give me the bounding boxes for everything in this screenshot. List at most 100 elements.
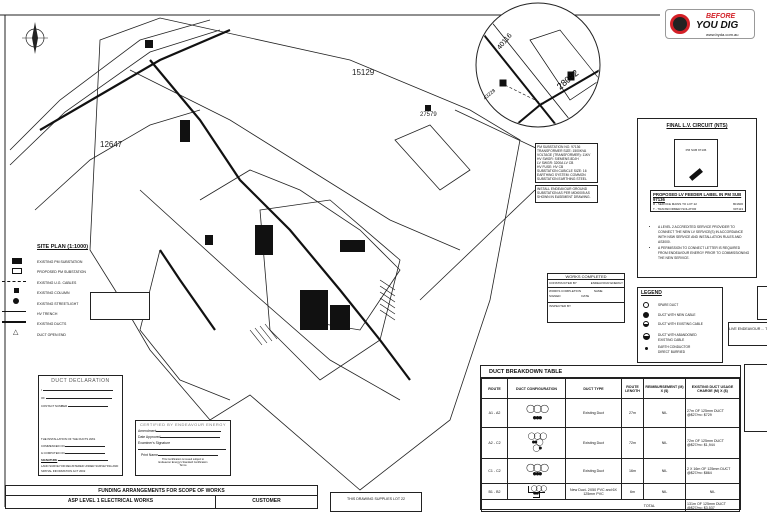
reimb-cell: NIL bbox=[643, 427, 686, 459]
lv-note: A LEVEL 2 ACCREDITED SERVICE PROVIDER TO… bbox=[658, 225, 750, 245]
side-box bbox=[757, 286, 767, 320]
charge-cell: 72m OF 125mm DUCT @$27/m= $1,944 bbox=[685, 427, 740, 459]
duct-new-cable-icon bbox=[643, 312, 649, 318]
name-field[interactable] bbox=[42, 390, 113, 391]
legend-proposed-pm: PROPOSED PM SUBSTATION bbox=[37, 270, 86, 275]
no-dig-icon bbox=[670, 14, 690, 34]
note-line: HV FUSE: HV CB bbox=[537, 165, 564, 169]
structures bbox=[145, 40, 431, 330]
contact-label: CONTACT NUMBER bbox=[41, 404, 68, 408]
thick-line-icon bbox=[2, 321, 26, 323]
col-charge: EXISTING DUCT USAGE CHARGE (m) x ($) bbox=[685, 378, 740, 399]
spare-duct-icon bbox=[643, 302, 649, 308]
print-name-field[interactable] bbox=[157, 455, 218, 456]
note-line: TRANSFORMER SIZE: 1500kVA bbox=[537, 149, 587, 153]
legend-column: EXISTING COLUMN bbox=[37, 291, 70, 296]
signature-field[interactable] bbox=[58, 460, 109, 461]
existing-pm-substation-icon bbox=[12, 258, 22, 264]
triangle-icon: △ bbox=[13, 329, 19, 336]
type-cell: Existing Duct bbox=[565, 398, 622, 428]
parking-hatching bbox=[249, 279, 396, 346]
col-route: ROUTE bbox=[481, 378, 508, 399]
length-cell: 6m bbox=[621, 483, 644, 500]
declaration-footer: LAND SURVEYOR REGISTERED UNDER SURVEYING… bbox=[41, 464, 119, 473]
completed-field[interactable] bbox=[65, 453, 106, 454]
earth-conductor-icon bbox=[645, 347, 648, 350]
streetlight-icon bbox=[13, 298, 19, 304]
of-label: OF bbox=[41, 396, 45, 400]
examiner-field[interactable] bbox=[138, 449, 226, 450]
legend-title: LEGEND bbox=[641, 290, 662, 296]
amendment-field[interactable] bbox=[156, 431, 222, 432]
signed-label: SIGNED bbox=[549, 294, 561, 298]
certified-title: CERTIFIED BY ENDEAVOUR ENERGY bbox=[139, 422, 227, 427]
legend-streetlight: EXISTING STREETLIGHT bbox=[37, 301, 79, 306]
col-config: DUCT CONFIGURATION bbox=[507, 378, 566, 399]
total-label: TOTAL bbox=[481, 499, 686, 512]
site-note-box bbox=[90, 292, 150, 320]
col-type: DUCT TYPE bbox=[565, 378, 622, 399]
type-cell: New Duct- 2X50 PVC and 6X 125mm PVC bbox=[565, 483, 622, 500]
charge-cell: 27m OF 125mm DUCT @$27/m= $729 bbox=[685, 398, 740, 428]
total-row: TOTAL 131m OF 125mm DUCT @$27/m= $3,537 bbox=[481, 499, 740, 512]
print-name-label: Print Name bbox=[141, 453, 158, 457]
duct-config-icon: ◯◯◯●●● bbox=[507, 483, 566, 500]
feeder-t-value: 607113 bbox=[733, 207, 743, 211]
commenced-field[interactable] bbox=[65, 446, 106, 447]
feeder-t: T - TRANSFORMER ISOLATOR bbox=[653, 207, 697, 211]
route-cell: B1 - B2 bbox=[481, 483, 508, 500]
route-cell: C1 - C2 bbox=[481, 458, 508, 484]
duct-declaration-title: DUCT DECLARATION bbox=[51, 378, 110, 384]
final-lv-circuit: FINAL L.V. CIRCUIT (NTS) PM SUB 97136 PR… bbox=[637, 118, 757, 278]
certified-box: CERTIFIED BY ENDEAVOUR ENERGY Amendment … bbox=[135, 420, 231, 476]
dashed-line-icon bbox=[2, 281, 26, 282]
funding-title: FUNDING ARRANGEMENTS FOR SCOPE OF WORKS bbox=[6, 486, 317, 496]
name-label: NAME bbox=[593, 289, 603, 293]
legend-ducts: EXISTING DUCTS bbox=[37, 322, 67, 327]
legend-hv-trench: HV TRENCH bbox=[37, 312, 58, 317]
site-plan-title: SITE PLAN (1:1000) bbox=[37, 244, 89, 250]
works-completion-label: WORKS COMPLETION bbox=[549, 289, 582, 293]
funding-col-asp: ASP LEVEL 1 ELECTRICAL WORKS bbox=[6, 496, 216, 508]
legend-earth: EARTH CONDUCTOR DIRECT BURRIED bbox=[658, 345, 691, 354]
feeder-r-value: 801606 bbox=[732, 202, 743, 206]
constructed-by-label: CONSTRUCTED BY bbox=[549, 281, 577, 285]
substation-note: PM SUBSTATION No. 97136 TRANSFORMER SIZE… bbox=[535, 143, 598, 183]
logo-before: BEFORE bbox=[706, 13, 736, 20]
duct-abandoned-cable-icon bbox=[643, 333, 650, 340]
legend-spare: SPARE DUCT bbox=[658, 303, 679, 307]
final-lv-title: FINAL L.V. CIRCUIT (NTS) bbox=[666, 123, 728, 129]
duct-config-icon: ◯◯◯●●◯◯● bbox=[507, 427, 566, 459]
side-note-box bbox=[744, 364, 767, 432]
live-cable-warning: LIVE ENDEAVOUR ... THIS AREA. PLEASE ...… bbox=[728, 322, 767, 346]
length-cell: 16m bbox=[621, 458, 644, 484]
contact-field[interactable] bbox=[67, 406, 108, 407]
legend-open-end: DUCT OPEN END bbox=[37, 332, 66, 337]
reimb-cell: NIL bbox=[643, 398, 686, 428]
of-field[interactable] bbox=[45, 398, 112, 399]
table-row: A1 - A2 ◯◯◯●●● Existing Duct 27m NIL 27m… bbox=[481, 398, 740, 428]
duct-config-icon: ◯◯◯●●● bbox=[507, 458, 566, 484]
proposed-pm-substation-icon bbox=[12, 268, 22, 274]
reimb-cell: NIL bbox=[643, 483, 686, 500]
length-cell: 72m bbox=[621, 427, 644, 459]
type-cell: Existing Duct bbox=[565, 458, 622, 484]
note-line: HV SWGR: SIEMENS 8DJH bbox=[537, 157, 579, 161]
total-value: 131m OF 125mm DUCT @$27/m= $3,537 bbox=[685, 499, 740, 512]
feeder-r: R - SERVICE MAINS TO LOT 22 bbox=[653, 202, 697, 206]
funding-table: FUNDING ARRANGEMENTS FOR SCOPE OF WORKS … bbox=[5, 485, 318, 509]
lot-label-12647: 12647 bbox=[100, 140, 123, 149]
duct-existing-cable-icon bbox=[643, 321, 649, 327]
cable-icon bbox=[689, 168, 703, 181]
date-label: DATE bbox=[581, 294, 590, 298]
installation-label: THE INSTALLATION OF THE DUCTS WAS bbox=[41, 437, 96, 441]
inspected-by-label: INSPECTED BY bbox=[549, 304, 572, 308]
legend-ug-cables: EXISTING U.G. CABLES bbox=[37, 280, 77, 285]
date-approved-field[interactable] bbox=[160, 437, 221, 438]
duct-breakdown-table: DUCT BREAKDOWN TABLE ROUTE DUCT CONFIGUR… bbox=[480, 365, 741, 512]
duct-declaration: DUCT DECLARATION I OF CONTACT NUMBER THE… bbox=[38, 375, 123, 476]
works-completed-title: WORKS COMPLETED bbox=[548, 274, 624, 280]
lot-label-15129: 15129 bbox=[352, 68, 375, 77]
logo-you-dig: YOU DIG bbox=[696, 20, 739, 31]
duct-table-title: DUCT BREAKDOWN TABLE bbox=[481, 366, 740, 378]
